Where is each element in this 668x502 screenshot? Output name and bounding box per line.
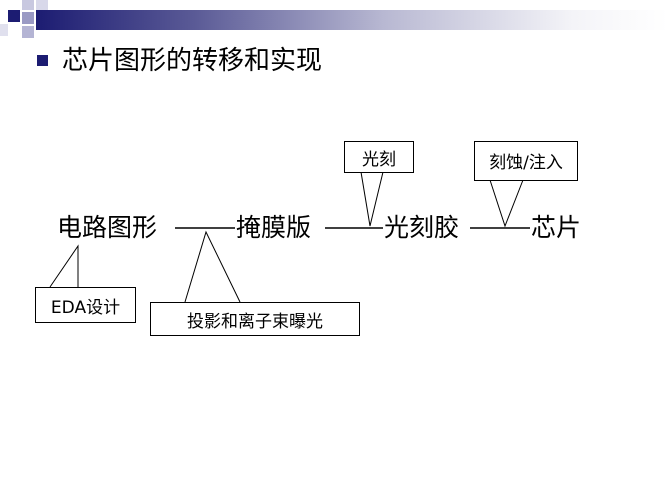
flow-node-circuit: 电路图形 [57, 213, 158, 242]
decor-square [22, 0, 34, 10]
decor-square [22, 12, 34, 24]
slide-title: 芯片图形的转移和实现 [62, 46, 323, 76]
decor-square [8, 10, 20, 22]
callout-tail [489, 179, 524, 228]
callout-tail [360, 171, 384, 227]
decor-square [22, 26, 34, 38]
bullet-icon [37, 55, 48, 66]
callout-tail [49, 244, 79, 288]
callout-tail [184, 230, 241, 303]
callout-etch: 刻蚀/注入 [474, 141, 578, 181]
flow-node-chip: 芯片 [531, 213, 582, 242]
flow-node-mask: 掩膜版 [236, 213, 312, 242]
callout-exposure: 投影和离子束曝光 [150, 302, 360, 336]
callout-lithography: 光刻 [344, 141, 414, 173]
header-gradient-bar [36, 10, 668, 30]
decor-square [0, 24, 8, 36]
decor-square [36, 0, 48, 10]
flow-node-photoresist: 光刻胶 [384, 213, 460, 242]
callout-eda: EDA设计 [35, 287, 136, 323]
